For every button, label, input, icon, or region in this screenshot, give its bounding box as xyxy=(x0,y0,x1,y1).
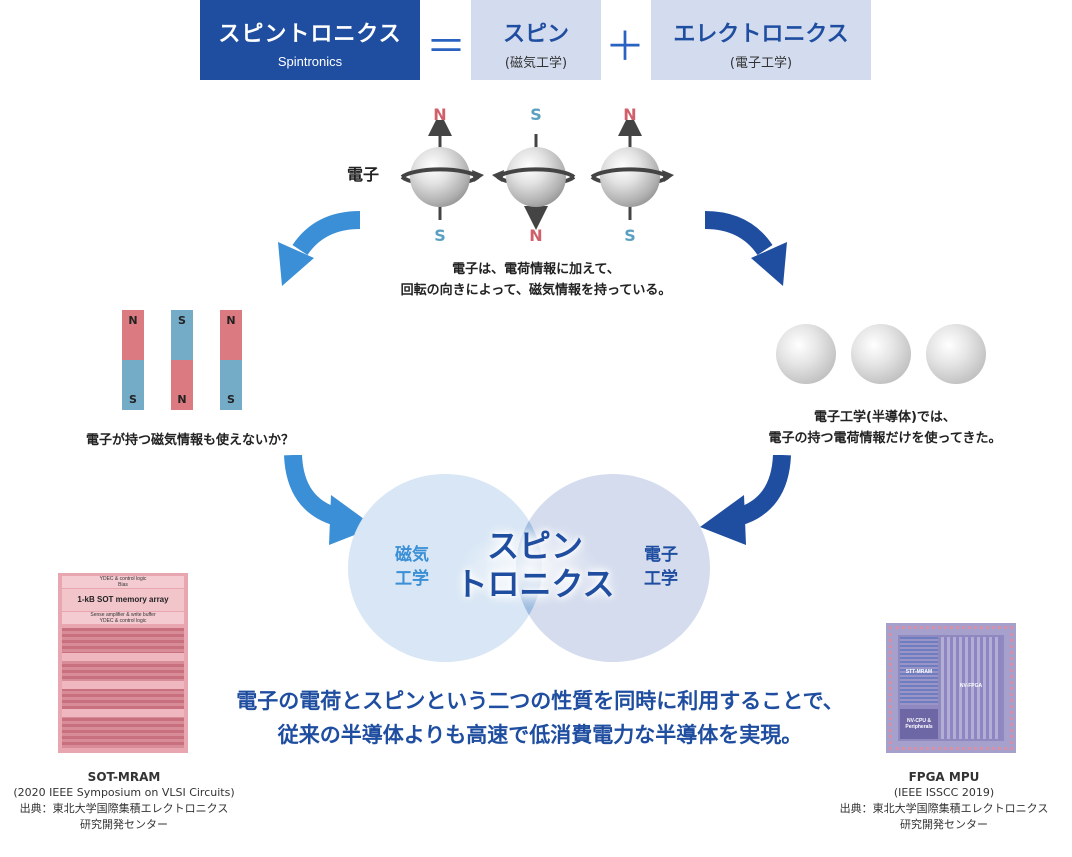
electron-3-icon xyxy=(590,120,674,220)
bar-magnet-icon: N S xyxy=(122,310,144,410)
venn-right-label-line-2: 工学 xyxy=(644,569,678,589)
curved-arrow-icon xyxy=(284,455,375,545)
fpga-chip-label-sttmram: STT-MRAM xyxy=(905,669,933,675)
curved-arrow-icon xyxy=(700,455,791,545)
spin-title: スピン xyxy=(502,22,569,47)
spinning-electrons-icon xyxy=(400,120,674,230)
venn-right-label: 電子 工学 xyxy=(631,543,691,591)
fpga-caption-line-4: 研究開発センター xyxy=(900,818,988,831)
magnet-1-bottom: S xyxy=(129,393,137,406)
sot-chip-label-ydec-top: YDEC & control logic xyxy=(99,576,147,582)
curved-arrow-icon xyxy=(704,211,787,286)
conclusion-line-2: 従来の半導体よりも高速で低消費電力な半導体を実現。 xyxy=(277,723,803,747)
sot-caption-line-2: (2020 IEEE Symposium on VLSI Circuits) xyxy=(13,786,235,799)
bar-magnet-icon: N S xyxy=(220,310,242,410)
fpga-chip-label-nvcpu: NV-CPU & Peripherals xyxy=(900,709,938,739)
venn-right-label-line-1: 電子 xyxy=(644,545,678,565)
pole-bottom-2: N xyxy=(529,226,543,245)
conclusion-text: 電子の電荷とスピンという二つの性質を同時に利用することで、 従来の半導体よりも高… xyxy=(180,684,900,752)
venn-left-circle xyxy=(348,474,542,662)
venn-center-label: スピン トロニクス xyxy=(430,527,640,603)
electron-ball-icon xyxy=(776,324,836,384)
semiconductor-description-line-2: 電子の持つ電荷情報だけを使ってきた。 xyxy=(768,431,1002,446)
magnet-2-bottom: N xyxy=(177,393,187,406)
conclusion-line-1: 電子の電荷とスピンという二つの性質を同時に利用することで、 xyxy=(236,689,844,713)
magnet-3-top: N xyxy=(226,314,236,327)
venn-right-circle xyxy=(516,474,710,662)
fpga-chip-photo: STT-MRAM NV-FPGA NV-CPU & Peripherals xyxy=(886,623,1016,753)
magnet-question: 電子が持つ磁気情報も使えないか？ xyxy=(85,433,294,448)
venn-left-label-line-1: 磁気 xyxy=(395,545,429,565)
spintronics-title: スピントロニクス xyxy=(218,22,402,47)
fpga-caption-line-2: (IEEE ISSCC 2019) xyxy=(893,786,995,799)
venn-center-label-line-2: トロニクス xyxy=(455,565,615,603)
sot-mram-chip-photo: YDEC & control logic Bias 1-kB SOT memor… xyxy=(58,573,188,753)
plus-sign: ＋ xyxy=(605,24,645,70)
spin-description-line-1: 電子は、電荷情報に加えて、 xyxy=(452,262,620,277)
pole-top-3: N xyxy=(623,105,637,124)
spin-box: スピン (磁気工学) xyxy=(471,0,601,80)
fpga-caption-line-3: 出典：東北大学国際集積エレクトロニクス xyxy=(839,802,1049,815)
semiconductor-description-line-1: 電子工学(半導体)では、 xyxy=(814,410,956,425)
magnet-3-bottom: S xyxy=(227,393,235,406)
spintronics-subtitle: Spintronics xyxy=(277,54,343,69)
spin-description-line-2: 回転の向きによって、磁気情報を持っている。 xyxy=(400,283,672,298)
electron-1-icon xyxy=(400,120,484,220)
electron-ball-icon xyxy=(851,324,911,384)
venn-left-label: 磁気 工学 xyxy=(382,543,442,591)
electron-ball-icon xyxy=(926,324,986,384)
venn-left-label-line-2: 工学 xyxy=(395,569,429,589)
electronics-subtitle: (電子工学) xyxy=(729,56,793,71)
fpga-caption-title: FPGA MPU xyxy=(908,770,980,784)
electronics-title: エレクトロニクス xyxy=(673,22,849,47)
sot-caption-title: SOT-MRAM xyxy=(87,770,161,784)
fpga-chip-label-nvfpga: NV-FPGA xyxy=(959,683,983,689)
sot-chip-label-sense: Sense amplifier & write buffer xyxy=(90,612,156,618)
spin-subtitle: (磁気工学) xyxy=(504,56,568,71)
fpga-mpu-caption: FPGA MPU (IEEE ISSCC 2019) 出典：東北大学国際集積エレ… xyxy=(816,769,1072,833)
spintronics-title-box: スピントロニクス Spintronics xyxy=(200,0,420,80)
pole-bottom-3: S xyxy=(624,226,636,245)
sot-chip-label-ydec-bottom: YDEC & control logic xyxy=(99,618,147,624)
magnet-2-top: S xyxy=(178,314,186,327)
pole-top-1: N xyxy=(433,105,447,124)
electron-2-icon xyxy=(492,134,576,230)
pole-top-2: S xyxy=(530,105,542,124)
sot-chip-label-array: 1-kB SOT memory array xyxy=(62,589,184,611)
semiconductor-description: 電子工学(半導体)では、 電子の持つ電荷情報だけを使ってきた。 xyxy=(735,407,1035,449)
bar-magnet-icon: S N xyxy=(171,310,193,410)
sot-caption-line-4: 研究開発センター xyxy=(80,818,168,831)
pole-bottom-1: S xyxy=(434,226,446,245)
electronics-box: エレクトロニクス (電子工学) xyxy=(651,0,871,80)
venn-diagram xyxy=(348,474,710,662)
curved-arrow-icon xyxy=(278,211,361,286)
sot-caption-line-3: 出典：東北大学国際集積エレクトロニクス xyxy=(19,802,229,815)
sot-chip-label-bias: Bias xyxy=(118,582,128,588)
electron-label: 電子 xyxy=(346,165,379,184)
venn-center-label-line-1: スピン xyxy=(486,527,583,565)
spin-description: 電子は、電荷情報に加えて、 回転の向きによって、磁気情報を持っている。 xyxy=(336,259,736,301)
magnet-1-top: N xyxy=(128,314,138,327)
equals-sign: ＝ xyxy=(426,24,466,70)
sot-mram-caption: SOT-MRAM (2020 IEEE Symposium on VLSI Ci… xyxy=(0,769,248,833)
